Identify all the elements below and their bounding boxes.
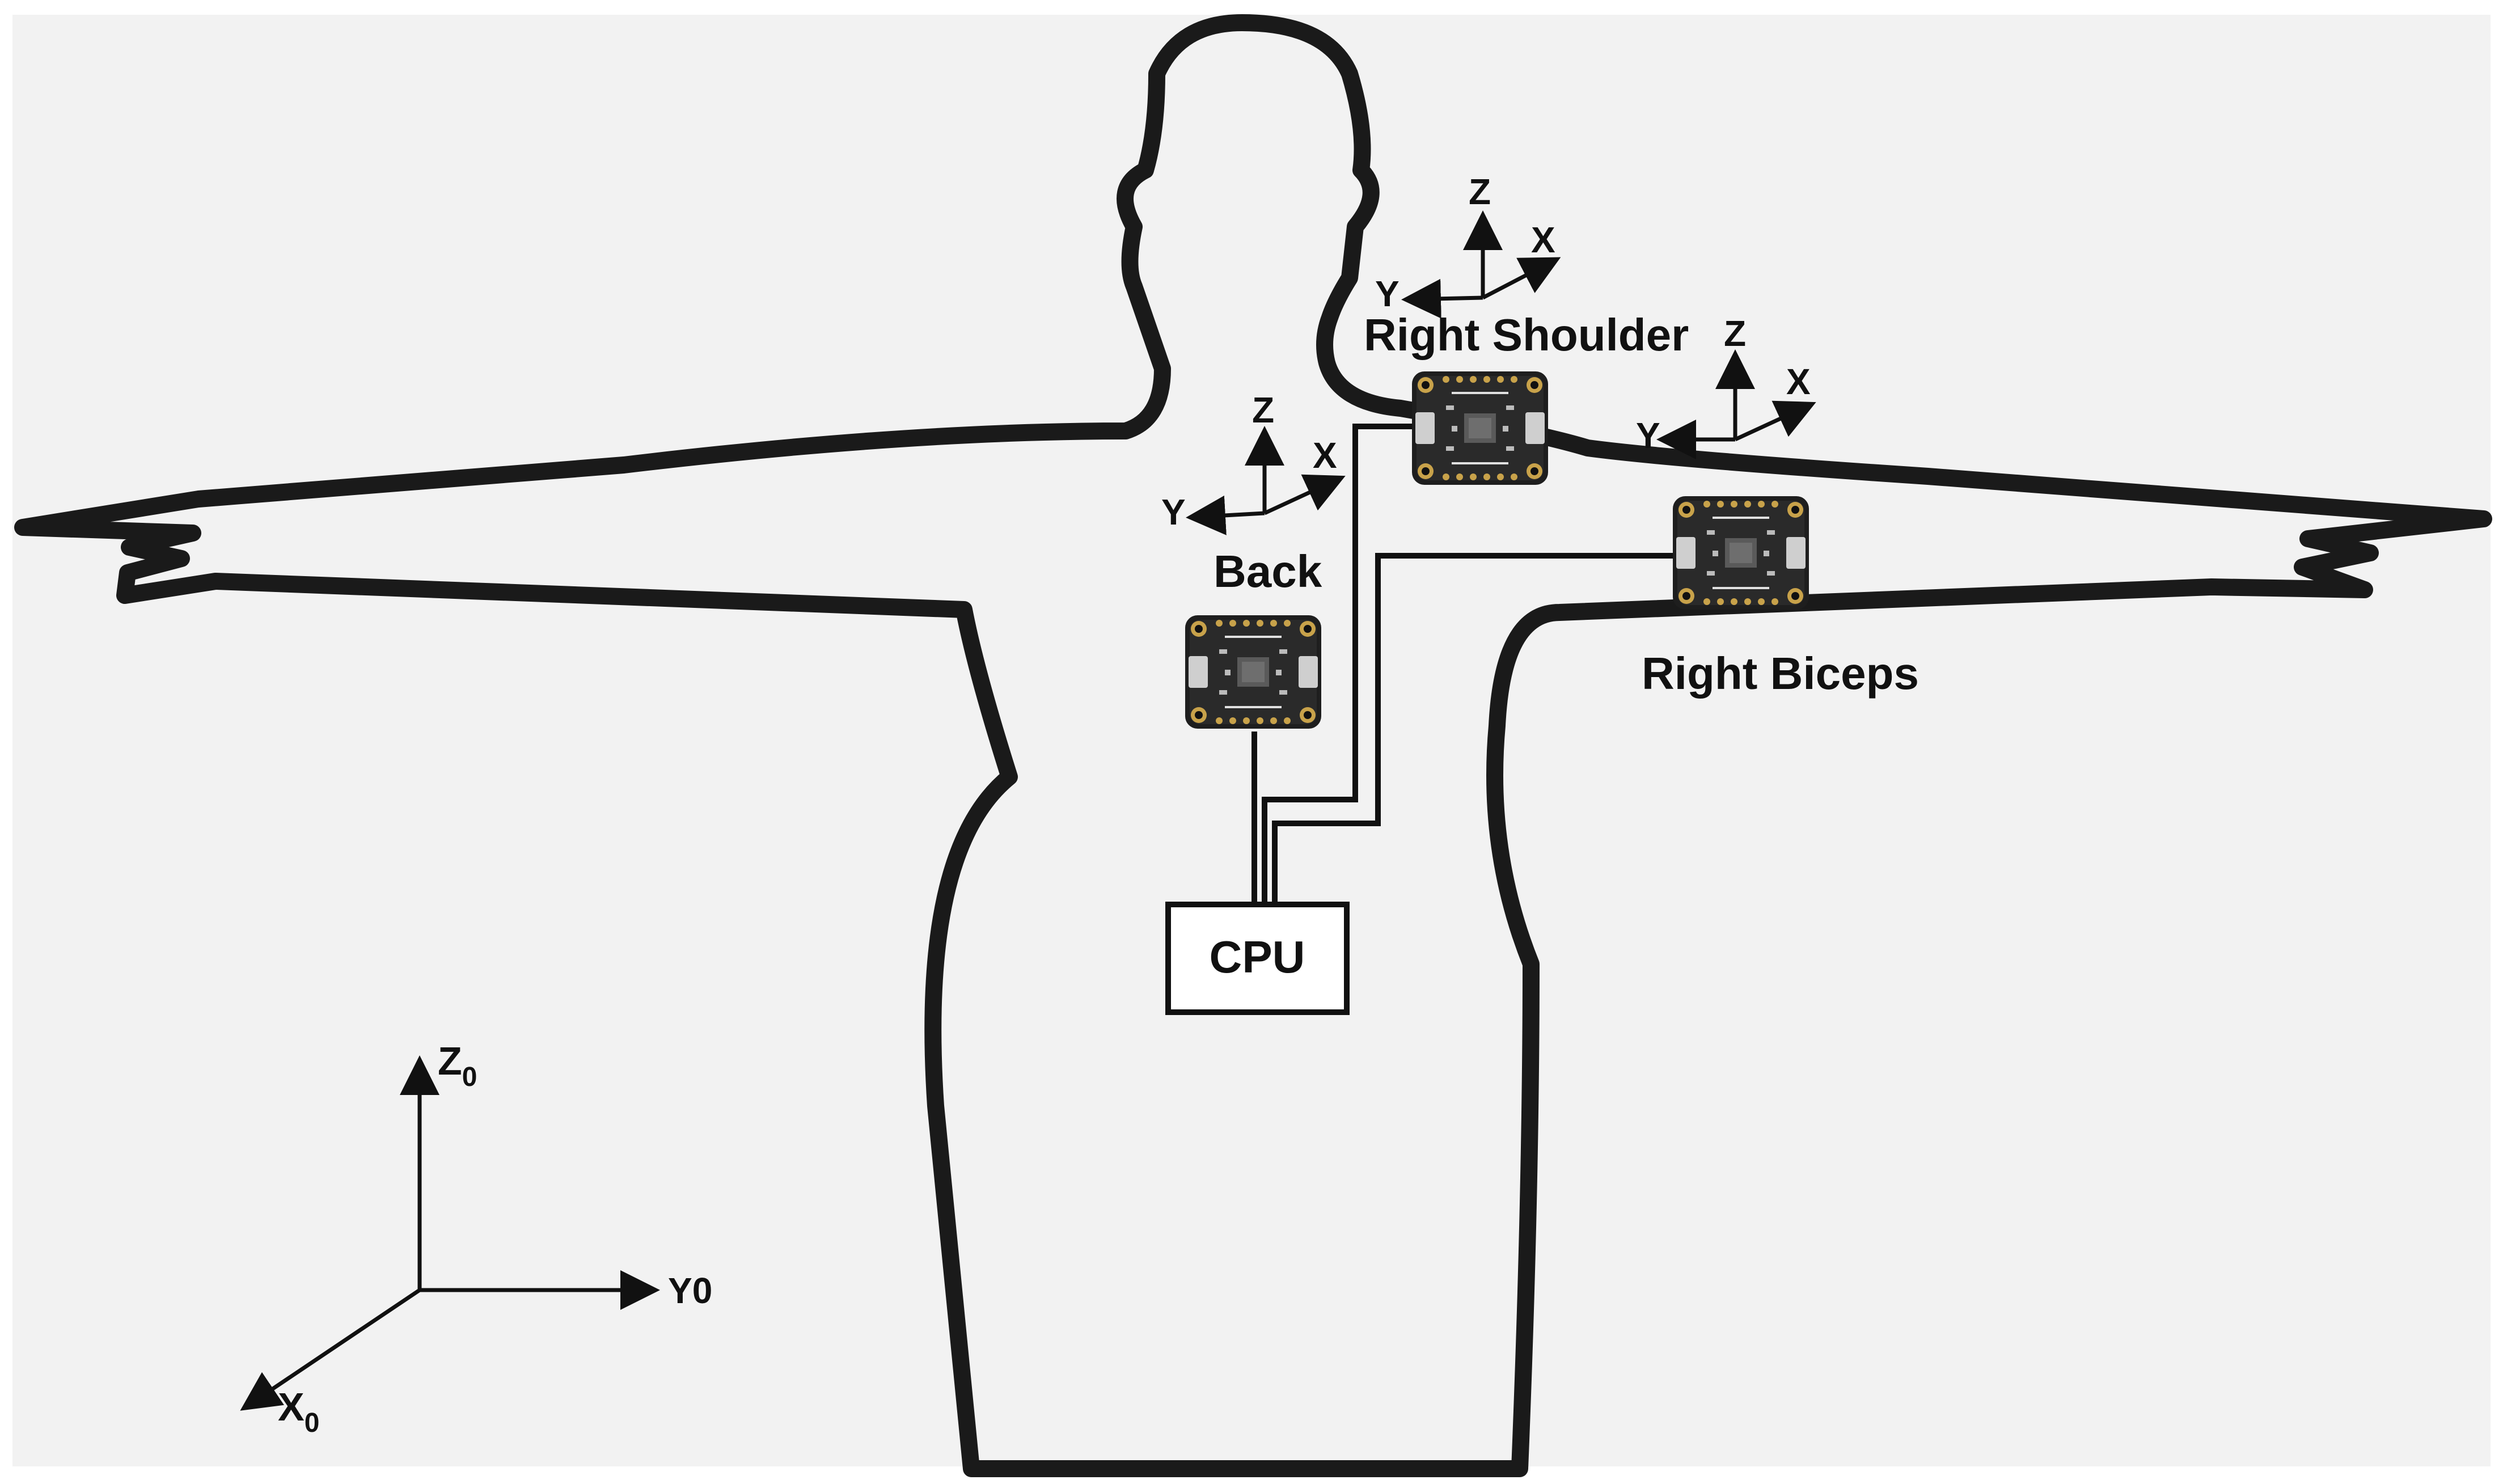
right-biceps-axis-x: X: [1786, 361, 1811, 402]
global-axis-z-label: Z0: [438, 1039, 477, 1092]
global-axes: [240, 1055, 660, 1411]
cpu-box: [1165, 902, 1350, 1015]
right-biceps-axis-z: Z: [1724, 313, 1746, 354]
sensor-right-shoulder: [1412, 371, 1548, 485]
right-biceps-axis-y: Y: [1636, 415, 1660, 456]
right-shoulder-label: Right Shoulder: [1364, 310, 1689, 360]
cable-right-shoulder: [1262, 424, 1415, 903]
right-shoulder-axis-z: Z: [1469, 171, 1491, 212]
sensor-cables: [1252, 424, 1676, 903]
back-axis-x: X: [1313, 435, 1337, 476]
cpu-label: CPU: [1210, 932, 1305, 982]
axes-right-shoulder: [1401, 210, 1561, 319]
global-axis-x-label: X0: [278, 1385, 319, 1438]
axes-back: [1186, 426, 1346, 535]
right-biceps-label: Right Biceps: [1642, 648, 1919, 699]
body-outline: [14, 14, 2492, 1477]
cable-right-biceps: [1272, 553, 1676, 903]
back-axis-y: Y: [1161, 492, 1186, 532]
back-axis-z: Z: [1252, 390, 1274, 430]
axes-right-biceps: [1656, 349, 1816, 459]
sensor-back: [1185, 615, 1321, 729]
back-label: Back: [1214, 546, 1322, 597]
global-axis-y-label: Y0: [668, 1270, 712, 1311]
right-shoulder-axis-x: X: [1531, 219, 1555, 260]
sensor-right-biceps: [1673, 496, 1809, 610]
right-shoulder-axis-y: Y: [1375, 273, 1400, 314]
